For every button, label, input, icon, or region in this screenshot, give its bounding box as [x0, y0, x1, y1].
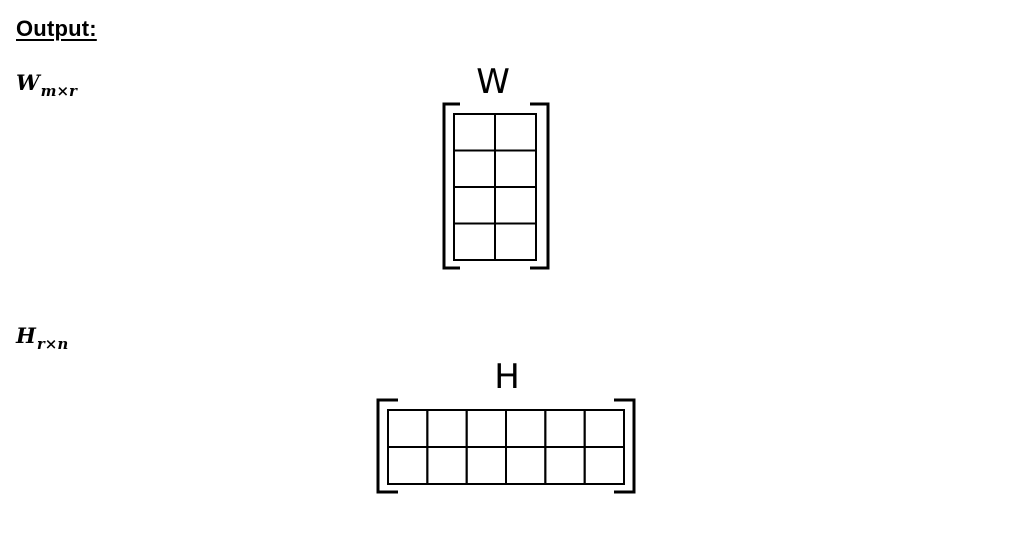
h-label-subscript: r×n — [36, 335, 69, 353]
h-label-base: H — [16, 323, 36, 348]
h-matrix-cell-r1-c2 — [426, 409, 468, 448]
h-matrix-cell-r1-c6 — [583, 409, 626, 448]
w-matrix — [442, 102, 550, 270]
h-dimension-label: Hr×n — [16, 323, 68, 352]
w-right-bracket — [530, 102, 550, 270]
w-matrix-cell-r1-c2 — [494, 113, 537, 152]
h-matrix-cell-r1-c4 — [505, 409, 547, 448]
h-right-bracket — [614, 398, 636, 494]
w-label-subscript: m×r — [40, 82, 77, 100]
w-matrix-grid — [453, 113, 537, 261]
w-dimension-label: Wm×r — [16, 70, 77, 99]
output-heading: Output: — [16, 16, 97, 41]
w-matrix-cell-r3-c1 — [453, 186, 496, 225]
h-matrix-cell-r1-c3 — [465, 409, 507, 448]
h-matrix-grid — [387, 409, 626, 485]
h-matrix-title: H — [494, 357, 520, 397]
h-matrix-cell-r2-c3 — [465, 446, 507, 485]
h-matrix-cell-r2-c5 — [544, 446, 586, 485]
w-matrix-cell-r2-c2 — [494, 149, 537, 188]
w-label-base: W — [16, 70, 40, 95]
h-matrix-cell-r2-c1 — [387, 446, 429, 485]
w-left-bracket — [442, 102, 460, 270]
w-matrix-cell-r2-c1 — [453, 149, 496, 188]
w-matrix-cell-r4-c2 — [494, 222, 537, 261]
h-matrix-cell-r2-c4 — [505, 446, 547, 485]
h-matrix-cell-r2-c6 — [583, 446, 626, 485]
h-matrix-cell-r1-c1 — [387, 409, 429, 448]
h-left-bracket — [376, 398, 398, 494]
w-matrix-cell-r4-c1 — [453, 222, 496, 261]
w-matrix-cell-r3-c2 — [494, 186, 537, 225]
h-matrix-cell-r1-c5 — [544, 409, 586, 448]
h-matrix — [376, 398, 636, 494]
w-matrix-cell-r1-c1 — [453, 113, 496, 152]
w-matrix-title: W — [476, 62, 510, 102]
h-matrix-cell-r2-c2 — [426, 446, 468, 485]
